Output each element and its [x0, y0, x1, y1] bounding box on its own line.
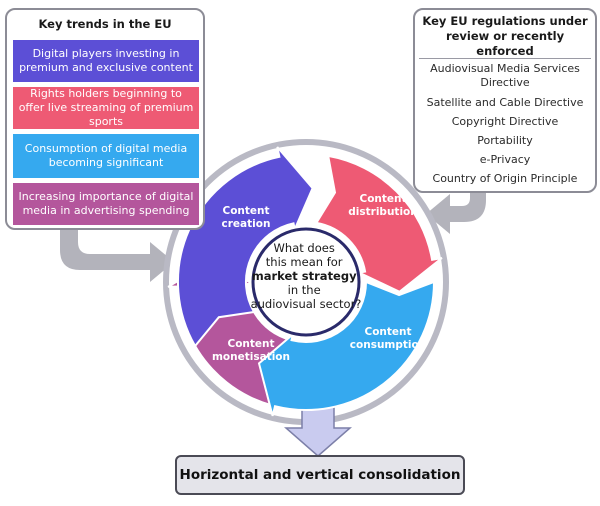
regulation-item: Copyright Directive — [451, 115, 559, 128]
regulation-item: Portability — [477, 134, 533, 147]
regulation-item: Satellite and Cable Directive — [426, 96, 584, 109]
left-connector-arrow — [60, 230, 174, 282]
cycle-segments — [167, 146, 443, 417]
cycle-segment — [314, 154, 443, 293]
cycle-segment — [257, 280, 436, 417]
cycle-segment — [176, 146, 314, 348]
key-trends-panel: Key trends in the EU Digital players inv… — [5, 8, 205, 230]
regulation-item: Audiovisual Media Services Directive — [430, 62, 580, 89]
regulation-item: Country of Origin Principle — [432, 172, 578, 185]
key-trends-title: Key trends in the EU — [38, 17, 172, 31]
key-regulations-title: Key EU regulations under review or recen… — [419, 14, 591, 59]
center-question: What does this mean for market strategy … — [251, 241, 362, 311]
key-regulations-panel: Key EU regulations under review or recen… — [413, 8, 597, 193]
regulation-item: e-Privacy — [479, 153, 531, 166]
trend-item: Digital players investing in premium and… — [13, 40, 199, 82]
right-connector-arrow — [426, 193, 486, 234]
trend-item: Rights holders beginning to offer live s… — [13, 87, 199, 129]
consolidation-box: Horizontal and vertical consolidation — [175, 455, 465, 495]
trend-item: Consumption of digital media becoming si… — [13, 134, 199, 178]
trend-item: Increasing importance of digital media i… — [13, 183, 199, 225]
cycle-center-circle — [251, 227, 361, 337]
